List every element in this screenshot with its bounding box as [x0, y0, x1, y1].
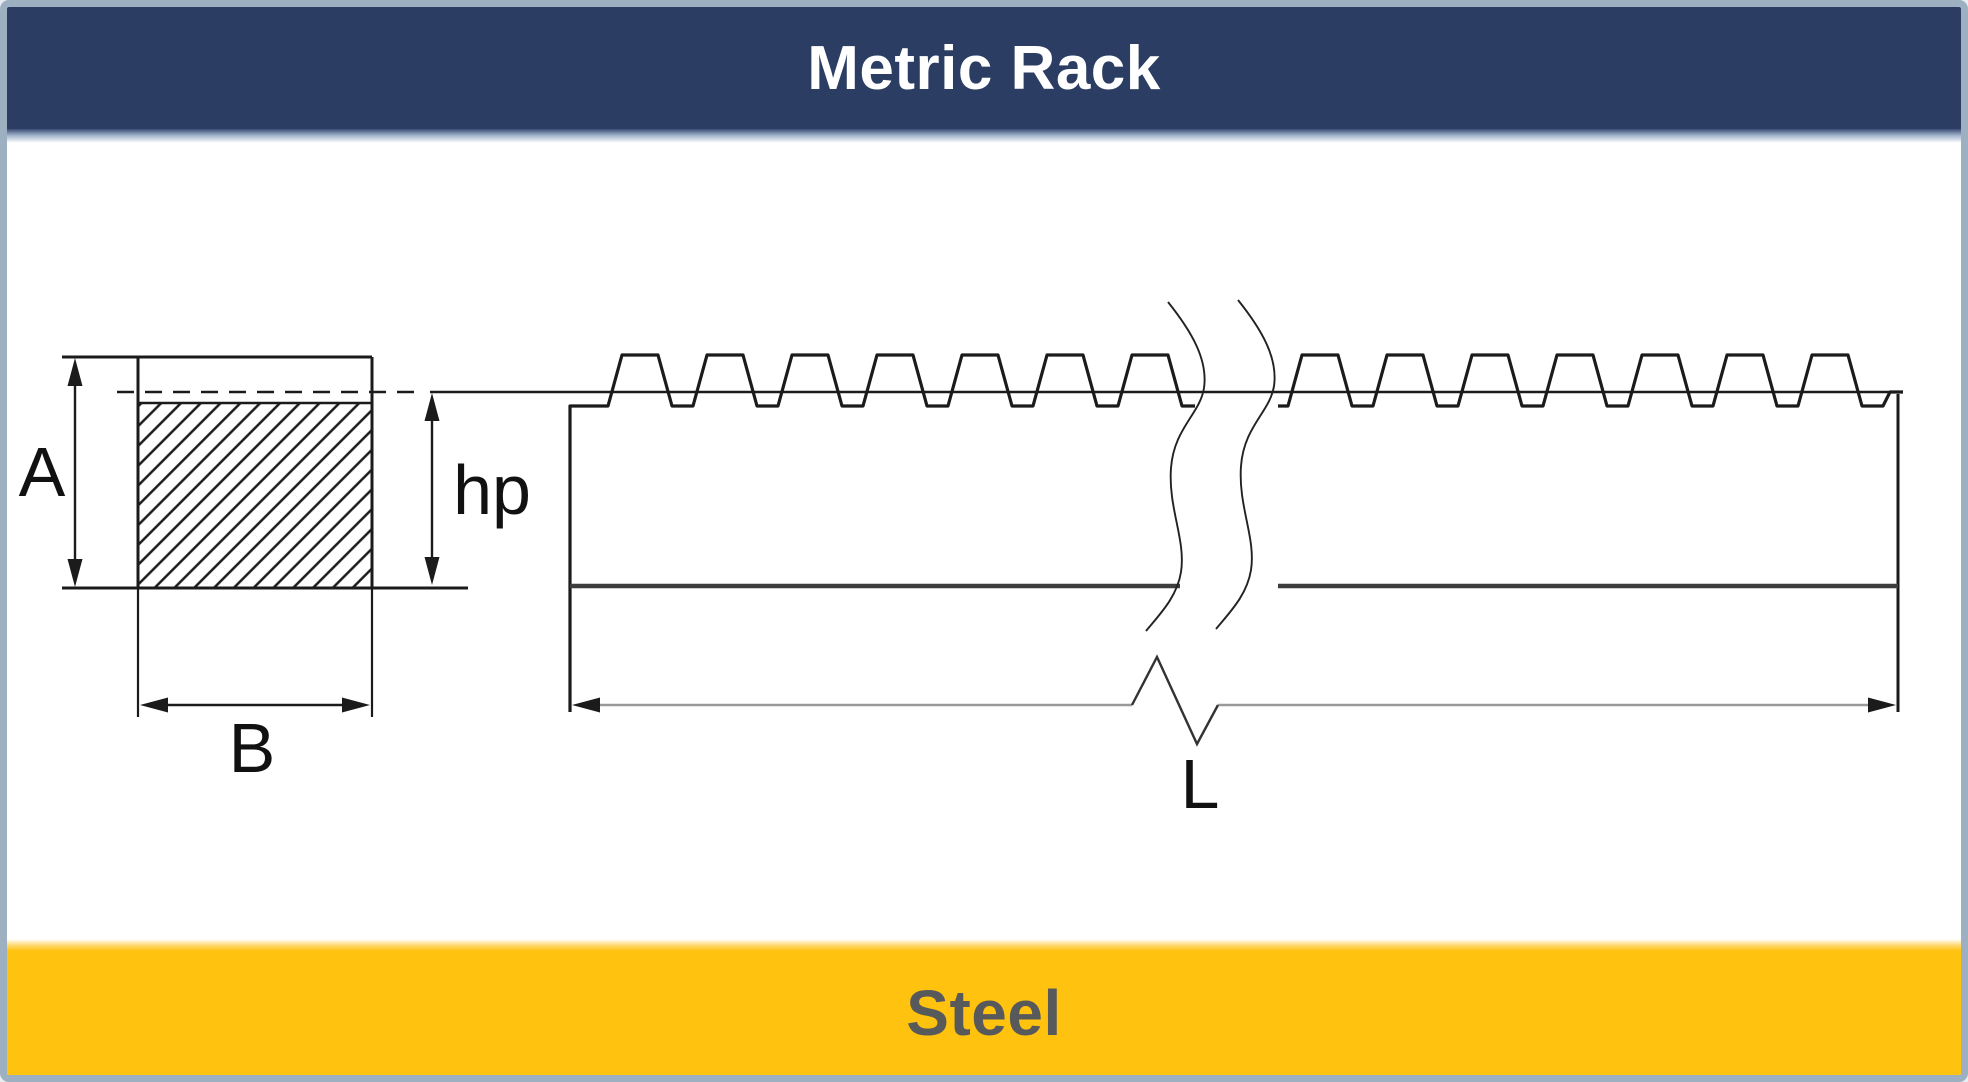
- rack-diagram: A hp B: [19, 299, 1903, 823]
- title-bar: Metric Rack: [7, 7, 1961, 129]
- page-title: Metric Rack: [807, 33, 1161, 103]
- header-divider: [7, 129, 1961, 143]
- arrow-left-icon: [140, 697, 168, 713]
- dimension-a: A: [19, 358, 83, 587]
- label-B: B: [229, 709, 276, 787]
- side-view: [430, 299, 1903, 712]
- rack-teeth-right: [1278, 353, 1903, 408]
- break-line-left: [1145, 301, 1206, 632]
- dimension-l: L: [572, 654, 1896, 823]
- material-bar: Steel: [7, 951, 1961, 1075]
- arrow-right-icon: [1868, 697, 1896, 713]
- arrow-right-icon: [342, 697, 370, 713]
- hatched-section: [138, 403, 372, 588]
- dimension-hp: hp: [424, 393, 531, 585]
- cross-section-view: [62, 355, 468, 717]
- break-line-right: [1215, 299, 1276, 630]
- dimension-break-zigzag: [1130, 654, 1220, 747]
- arrow-left-icon: [572, 697, 600, 713]
- diagram-area: A hp B: [7, 143, 1961, 939]
- label-A: A: [19, 433, 66, 511]
- material-label: Steel: [906, 977, 1062, 1049]
- footer-divider: [7, 939, 1961, 951]
- label-hp: hp: [453, 451, 531, 529]
- arrow-up-icon: [424, 393, 440, 421]
- arrow-up-icon: [67, 358, 83, 386]
- arrow-down-icon: [67, 559, 83, 587]
- label-L: L: [1181, 745, 1220, 823]
- arrow-down-icon: [424, 557, 440, 585]
- dimension-b: B: [140, 697, 370, 787]
- rack-teeth-left: [568, 353, 1195, 712]
